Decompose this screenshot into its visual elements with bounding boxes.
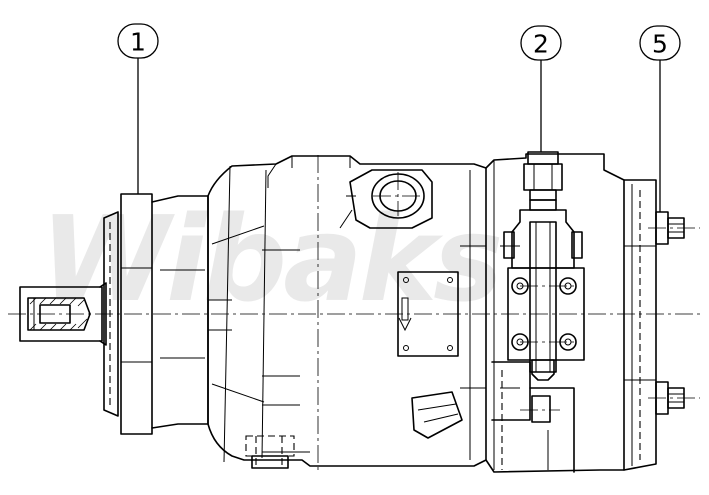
callout-1: 1 xyxy=(117,23,159,194)
shaft-section-hatch xyxy=(29,297,88,331)
watermark-text: Wibaks xyxy=(40,190,500,328)
name-plate xyxy=(397,271,459,357)
pressure-port xyxy=(339,169,433,229)
pressure-regulator xyxy=(503,151,585,381)
regulator-screws xyxy=(511,277,577,351)
end-cover xyxy=(623,179,685,471)
callout-2: 2 xyxy=(520,25,562,152)
rotation-arrow-icon xyxy=(398,297,412,332)
control-housing xyxy=(485,153,625,473)
drive-shaft xyxy=(19,282,107,346)
end-bolt-upper xyxy=(655,211,685,245)
callout-1-label: 1 xyxy=(130,28,146,57)
callout-2-label: 2 xyxy=(533,30,549,59)
end-bolt-lower xyxy=(655,381,685,415)
pump-housing xyxy=(207,155,487,467)
mounting-flange xyxy=(103,193,209,435)
callout-5: 5 xyxy=(639,25,681,212)
drain-plug xyxy=(245,435,295,469)
callout-5-label: 5 xyxy=(652,30,668,59)
